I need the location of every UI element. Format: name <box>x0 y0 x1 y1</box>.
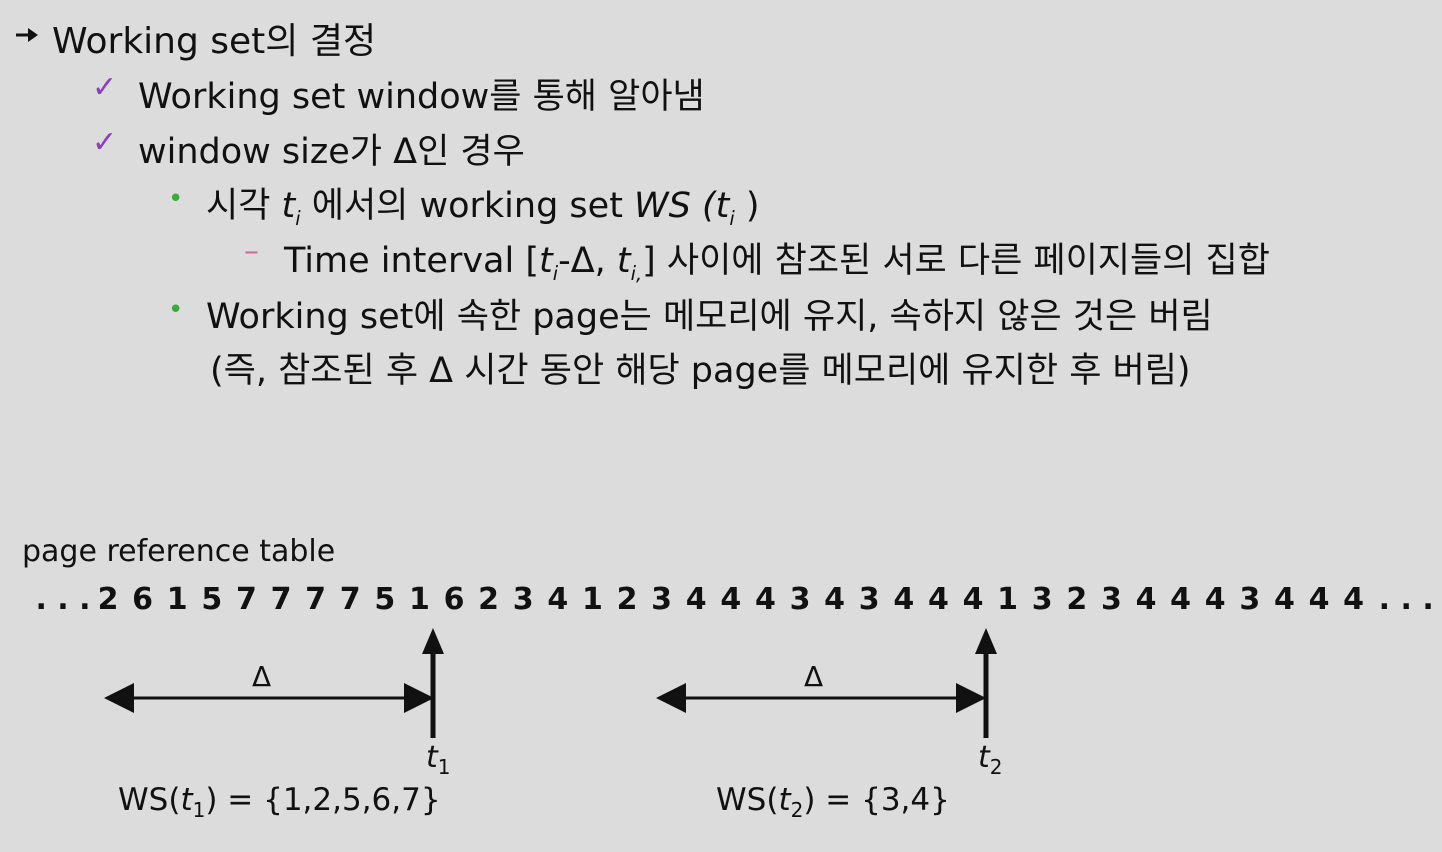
page-ref-item: 5 <box>201 582 223 617</box>
page-ref-item: 4 <box>824 582 846 617</box>
item-window-size-pre: window size가 <box>138 132 394 172</box>
page-ref-item: 4 <box>1135 582 1157 617</box>
page-ref-item: 2 <box>616 582 638 617</box>
page-ref-item: 4 <box>720 582 742 617</box>
page-ref-item: 4 <box>1170 582 1192 617</box>
page-ref-item: 3 <box>651 582 673 617</box>
page-ref-item: 7 <box>305 582 327 617</box>
page-ref-item: 4 <box>1308 582 1330 617</box>
dash-bullet-icon: – <box>244 234 259 269</box>
page-ref-item: 1 <box>408 582 430 617</box>
delta-label-2: Δ <box>804 660 824 693</box>
page-ref-item: 1 <box>581 582 603 617</box>
page-ref-item: 5 <box>374 582 396 617</box>
ellipsis-left: . . . <box>35 582 91 617</box>
t-subscript: 1 <box>437 755 451 779</box>
ws-pre: WS( <box>716 782 779 818</box>
page-ref-item: 2 <box>97 582 119 617</box>
item-window: Working set window를 통해 알아냄 <box>138 77 705 117</box>
page-ref-item: 3 <box>512 582 534 617</box>
page-ref-item: 4 <box>754 582 776 617</box>
page-ref-item: 2 <box>1066 582 1088 617</box>
page-ref-item: 2 <box>478 582 500 617</box>
t1-label: t1 <box>426 740 451 779</box>
ws-set: ) = {1,2,5,6,7} <box>205 782 441 818</box>
t-subscript: 1 <box>192 798 206 823</box>
item-working-set-line2: (즉, 참조된 후 Δ 시간 동안 해당 page를 메모리에 유지한 후 버림… <box>210 351 1191 391</box>
t2-label: t2 <box>978 740 1003 779</box>
page-ref-item: 3 <box>1031 582 1053 617</box>
page-ref-item: 7 <box>270 582 292 617</box>
page-ref-item: 6 <box>132 582 154 617</box>
text-pre: Time interval [ <box>284 241 539 281</box>
page-ref-item: 6 <box>443 582 465 617</box>
page-ref-item: 4 <box>927 582 949 617</box>
text-pre: 시각 <box>206 186 282 226</box>
t-symbol: t <box>978 740 990 775</box>
item-working-set-line1: Working set에 속한 page는 메모리에 유지, 속하지 않은 것은… <box>206 297 1213 337</box>
t-symbol: t <box>778 782 791 818</box>
ellipsis-right: . . . <box>1378 582 1434 617</box>
t-symbol: t <box>616 241 631 281</box>
delta-symbol: Δ <box>393 132 418 172</box>
i-subscript: i <box>729 207 735 230</box>
dot-bullet-icon: • <box>168 184 184 214</box>
t-symbol: t <box>281 186 296 226</box>
table-label: page reference table <box>22 534 336 569</box>
page-ref-item: 4 <box>547 582 569 617</box>
paren-close: ) <box>734 186 760 226</box>
page-ref-item: 4 <box>685 582 707 617</box>
page-ref-item: 1 <box>997 582 1019 617</box>
t-subscript: 2 <box>790 798 804 823</box>
page-ref-item: 4 <box>893 582 915 617</box>
ws-set: ) = {3,4} <box>803 782 950 818</box>
page-ref-item: 4 <box>962 582 984 617</box>
t-symbol: t <box>180 782 193 818</box>
item-window-size: window size가 Δ인 경우 <box>138 123 525 174</box>
arrow-bullet-icon <box>16 28 38 42</box>
item-time-ti: 시각 ti 에서의 working set WS (ti ) <box>206 177 760 230</box>
page-ref-item: 3 <box>789 582 811 617</box>
dot-bullet-icon: • <box>168 295 184 325</box>
t-symbol: t <box>715 186 730 226</box>
delta-label-1: Δ <box>252 660 272 693</box>
item-window-size-post: 인 경우 <box>417 132 525 172</box>
ws-t2: WS(t2) = {3,4} <box>716 782 950 822</box>
paren-open: ( <box>690 186 716 226</box>
text-mid: -Δ, <box>558 241 617 281</box>
page-ref-item: 4 <box>1273 582 1295 617</box>
i-subscript: i, <box>630 262 643 285</box>
page-ref-item: 7 <box>235 582 257 617</box>
ws-symbol: WS <box>634 186 691 226</box>
i-subscript: i <box>295 207 301 230</box>
heading: Working set의 결정 <box>52 21 377 62</box>
ws-pre: WS( <box>118 782 181 818</box>
i-subscript: i <box>552 262 559 285</box>
page-ref-item: 4 <box>1343 582 1365 617</box>
t1-arrowhead <box>422 628 444 654</box>
ws-t1: WS(t1) = {1,2,5,6,7} <box>118 782 441 822</box>
t2-arrowhead <box>975 628 997 654</box>
page-ref-item: 3 <box>858 582 880 617</box>
t-subscript: 2 <box>989 755 1003 779</box>
page-ref-item: 4 <box>1204 582 1226 617</box>
t-symbol: t <box>539 241 553 281</box>
page-ref-item: 3 <box>1239 582 1261 617</box>
t-symbol: t <box>426 740 438 775</box>
page-ref-item: 3 <box>1100 582 1122 617</box>
page-ref-item: 7 <box>339 582 361 617</box>
text-mid: 에서의 working set <box>300 186 635 226</box>
text-post: ] 사이에 참조된 서로 다른 페이지들의 집합 <box>642 241 1270 281</box>
item-time-interval: Time interval [ti-Δ, ti,] 사이에 참조된 서로 다른 … <box>284 232 1270 285</box>
check-icon: ✓ <box>92 70 118 105</box>
page-ref-item: 1 <box>166 582 188 617</box>
check-icon: ✓ <box>92 125 118 160</box>
